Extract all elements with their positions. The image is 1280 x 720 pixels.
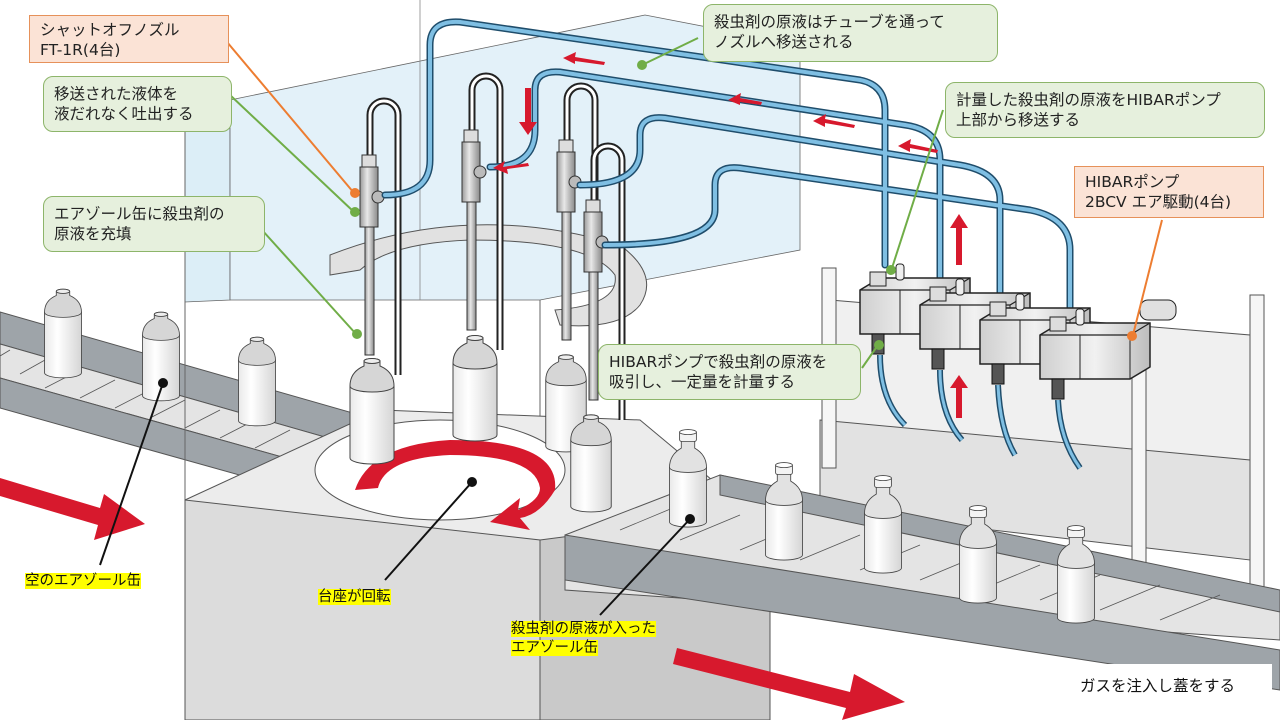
leader-dots (158, 60, 1137, 524)
callout-tube-transfer: 殺虫剤の原液はチューブを通って ノズルへ移送される (703, 4, 998, 62)
label-filled-can-line2: エアゾール缶 (511, 640, 598, 656)
infeed-direction-arrow (0, 478, 145, 540)
callout-pump-transfer: 計量した殺虫剤の原液をHIBARポンプ 上部から移送する (945, 82, 1265, 138)
callout-shutoff-nozzle: シャットオフノズル FT-1R(4台) (29, 15, 229, 63)
callout-hibar-pump: HIBARポンプ 2BCV エア駆動(4台) (1074, 166, 1264, 218)
label-empty-can: 空のエアゾール缶 (25, 572, 141, 591)
label-empty-can-text: 空のエアゾール缶 (25, 573, 141, 589)
label-turntable: 台座が回転 (318, 588, 391, 607)
callout-dispense: 移送された液体を 液だれなく吐出する (43, 76, 232, 132)
flow-arrows (0, 52, 968, 720)
outfeed-direction-arrow (673, 648, 905, 720)
suction-tubes (877, 354, 1083, 470)
label-turntable-text: 台座が回転 (318, 589, 391, 605)
label-filled-can: 殺虫剤の原液が入ったエアゾール缶 (511, 620, 656, 658)
callout-pump-measure: HIBARポンプで殺虫剤の原液を 吸引し、一定量を計量する (598, 344, 861, 400)
supply-tubes (381, 18, 1074, 339)
callout-fill: エアゾール缶に殺虫剤の 原液を充填 (43, 196, 265, 252)
outfeed-conveyor (564, 474, 1280, 691)
label-filled-can-line1: 殺虫剤の原液が入った (511, 621, 656, 637)
label-gas-cap: ガスを注入し蓋をする (1062, 664, 1272, 709)
leader-lines (99, 37, 1163, 616)
